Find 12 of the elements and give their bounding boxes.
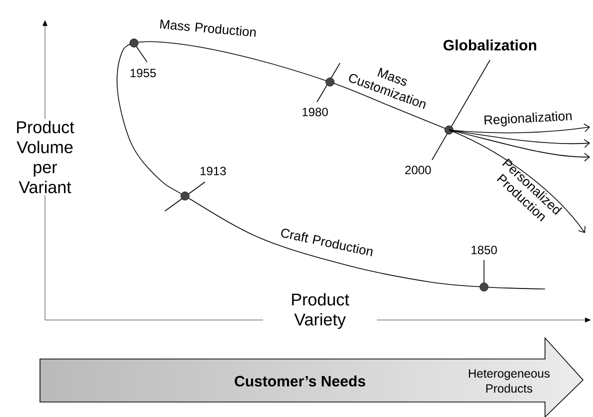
- year-label: 1913: [200, 166, 226, 176]
- year-label: 1850: [472, 246, 497, 254]
- year-label: 2000: [405, 166, 431, 174]
- axis-label: Product Volume per Variant: [3, 118, 87, 196]
- era-label: Mass Production: [160, 20, 256, 37]
- era-label: Craft Production: [281, 228, 373, 256]
- era-label: Globalization: [444, 39, 536, 50]
- axis-label: Product Variety: [263, 291, 377, 331]
- needs-arrow-band: Customer’s Needs Heterogeneous Products: [40, 336, 584, 417]
- era-label: Regionalization: [484, 111, 572, 126]
- year-label: 1980: [302, 108, 328, 116]
- year-label: 1955: [130, 68, 156, 78]
